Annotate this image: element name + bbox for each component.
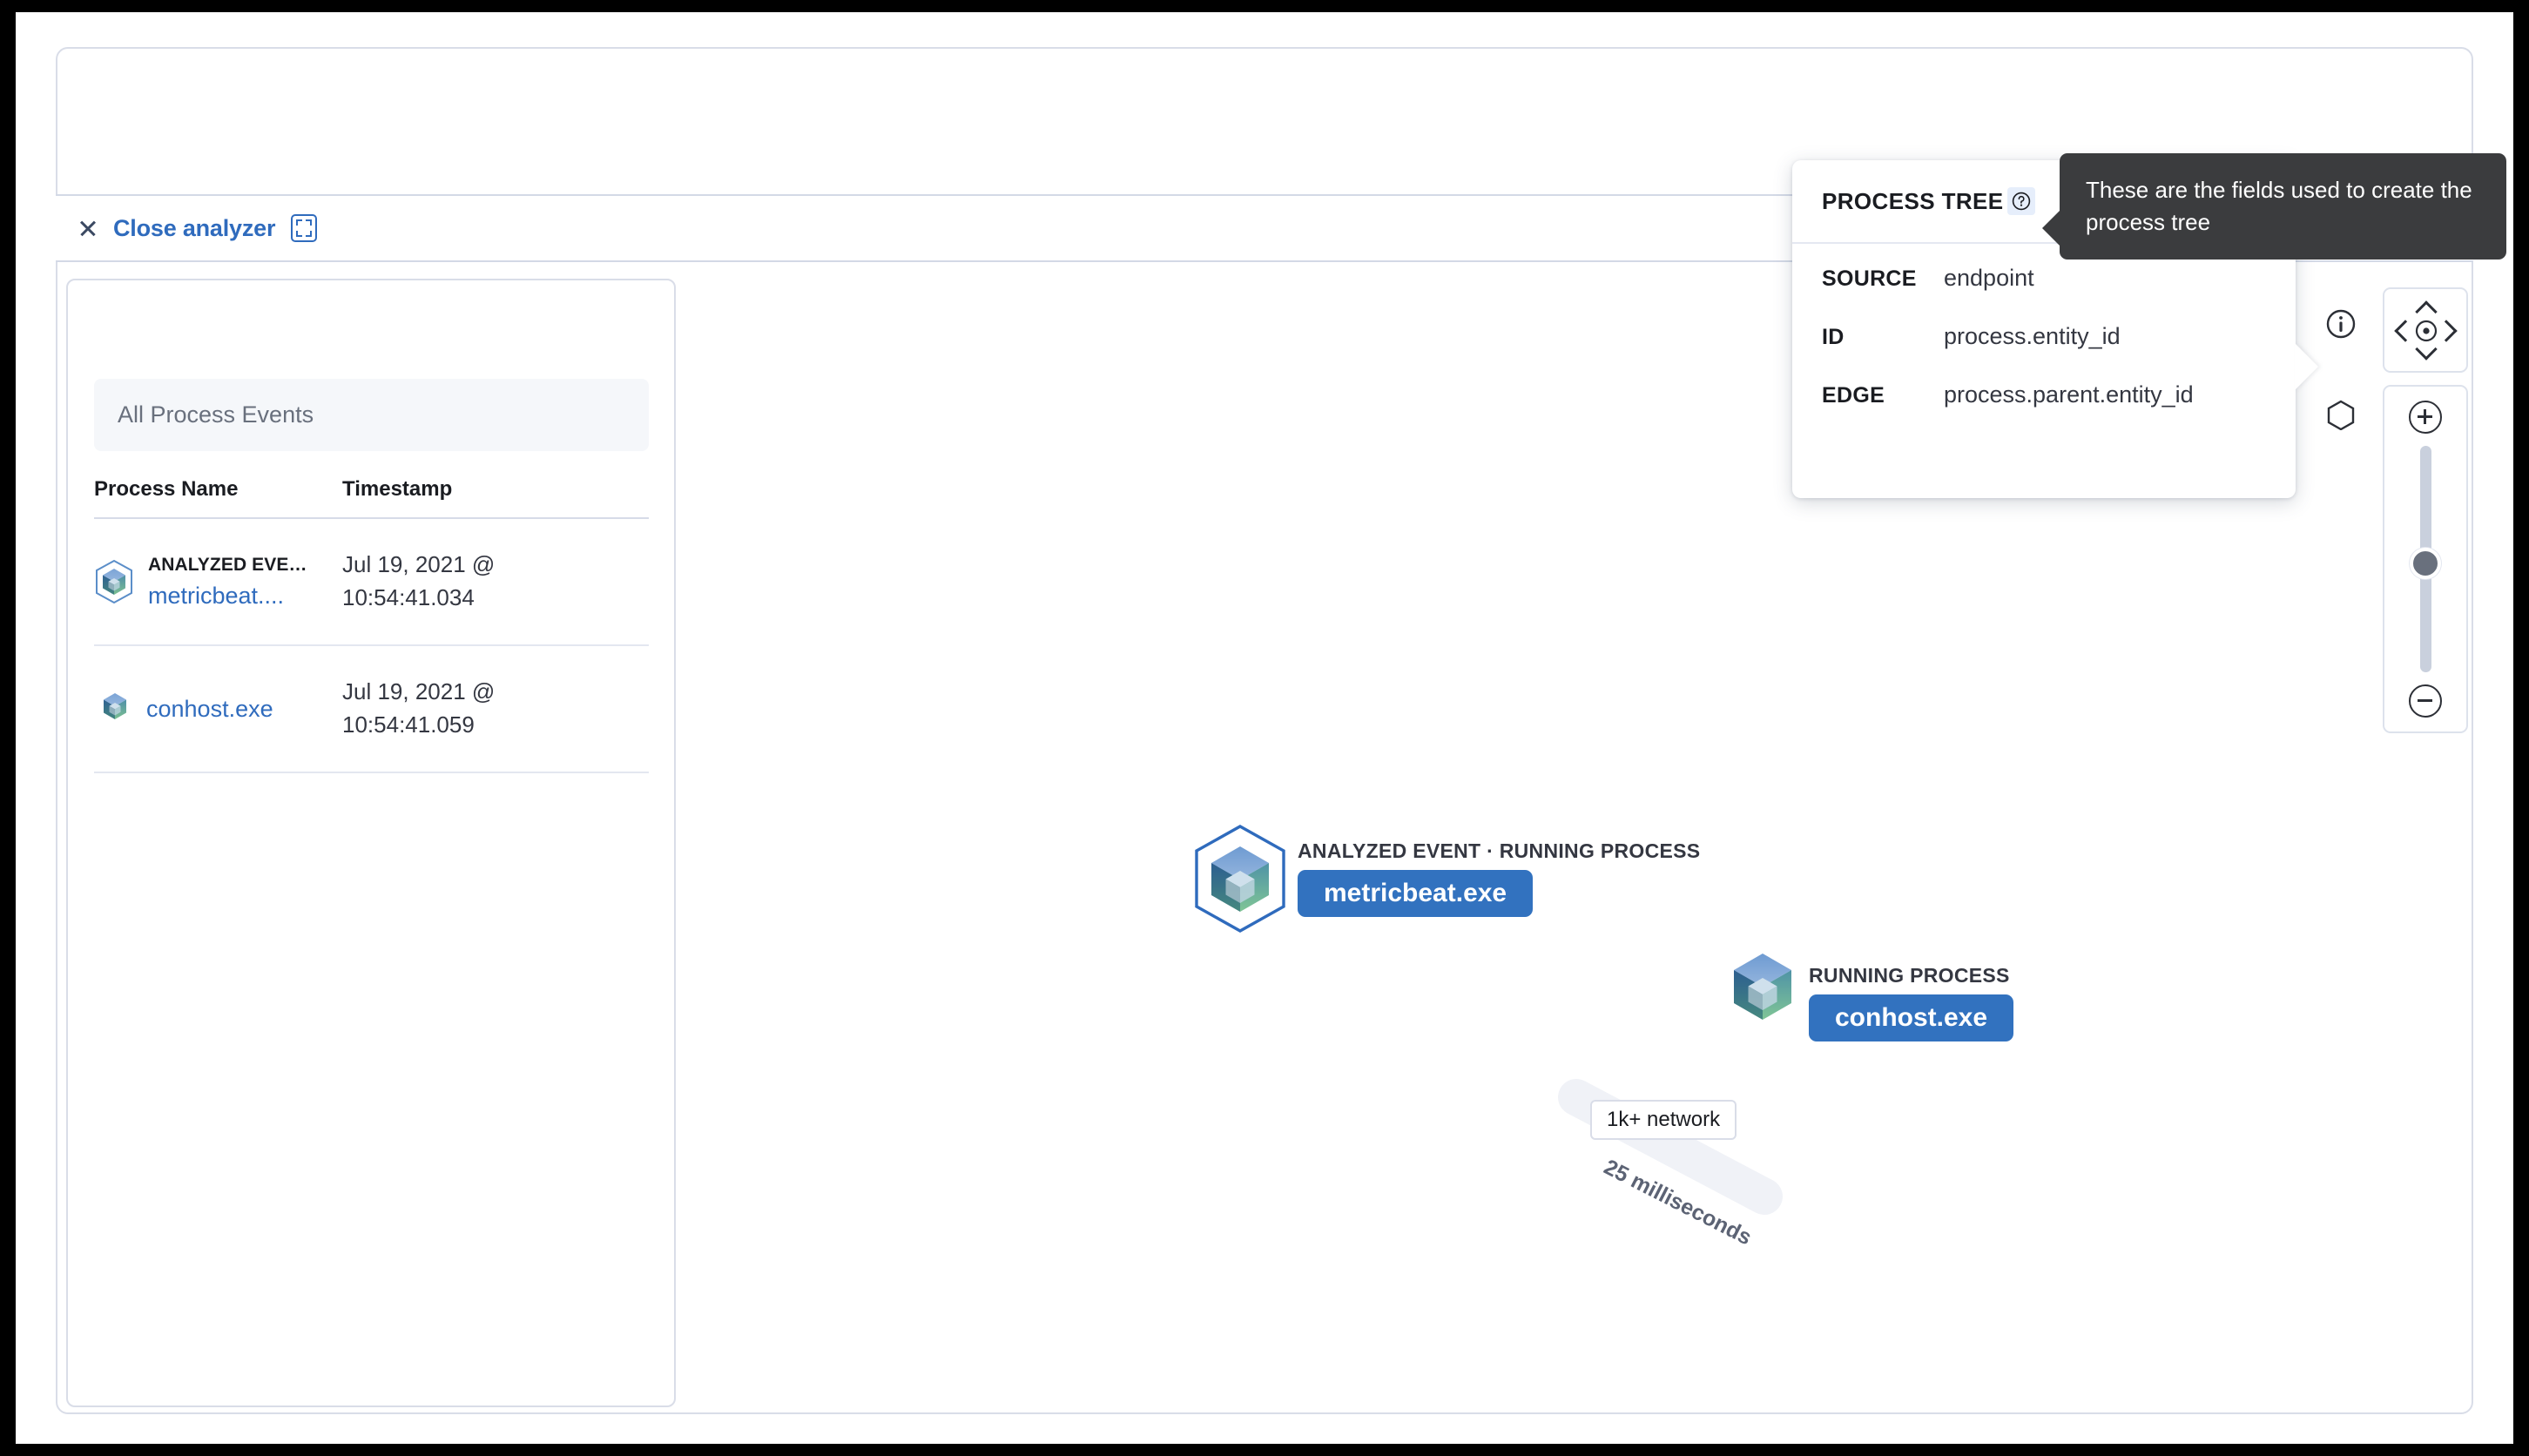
event-name-stack: conhost.exe	[146, 696, 273, 723]
graph-node-conhost[interactable]: RUNNING PROCESS conhost.exe	[1725, 948, 2014, 1041]
close-analyzer-button[interactable]: Close analyzer	[78, 214, 318, 242]
popup-row-id: ID process.entity_id	[1822, 323, 2266, 350]
zoom-control[interactable]	[2383, 385, 2468, 733]
graph-node-kicker: ANALYZED EVENT · RUNNING PROCESS	[1298, 839, 1701, 862]
popup-value: endpoint	[1944, 265, 2034, 291]
events-table-header: Process Name Timestamp	[94, 477, 649, 519]
cube-analyzed-icon	[94, 559, 134, 604]
process-events-panel: All Process Events Process Name Timestam…	[66, 279, 676, 1407]
graph-node-metricbeat[interactable]: ANALYZED EVENT · RUNNING PROCESS metricb…	[1191, 824, 1700, 934]
cube-icon	[1725, 948, 1800, 1032]
screenshot-frame: Close analyzer All Process Events Proces…	[16, 12, 2513, 1444]
close-x-icon[interactable]	[78, 219, 98, 238]
graph-side-icons	[2325, 308, 2357, 489]
table-row[interactable]: ANALYZED EVE… metricbeat.... Jul 19, 202…	[94, 519, 649, 646]
popup-body: SOURCE endpoint ID process.entity_id EDG…	[1792, 244, 2296, 408]
graph-node-pill[interactable]: conhost.exe	[1809, 994, 2014, 1041]
cube-analyzed-icon	[1191, 824, 1289, 934]
event-timestamp: Jul 19, 2021 @ 10:54:41.034	[342, 551, 496, 610]
close-analyzer-label: Close analyzer	[113, 214, 276, 241]
column-header-timestamp: Timestamp	[342, 477, 453, 501]
popup-row-source: SOURCE endpoint	[1822, 265, 2266, 292]
fullscreen-icon[interactable]	[291, 214, 318, 242]
pan-control[interactable]	[2383, 287, 2468, 373]
event-name-cell: ANALYZED EVE… metricbeat....	[94, 555, 342, 610]
event-name-link[interactable]: metricbeat....	[148, 582, 285, 609]
popup-key: EDGE	[1822, 383, 1885, 408]
graph-node-pill[interactable]: metricbeat.exe	[1298, 870, 1534, 917]
info-icon[interactable]	[2325, 308, 2357, 340]
zoom-out-icon[interactable]	[2409, 684, 2442, 718]
cube-icon	[98, 690, 132, 728]
center-target-icon[interactable]	[2413, 318, 2439, 344]
event-name-cell: conhost.exe	[94, 690, 342, 728]
events-filter-label: All Process Events	[118, 401, 314, 428]
event-timestamp: Jul 19, 2021 @ 10:54:41.059	[342, 678, 496, 738]
popup-value: process.parent.entity_id	[1944, 381, 2194, 408]
zoom-slider[interactable]	[2410, 446, 2441, 672]
graph-node-text: ANALYZED EVENT · RUNNING PROCESS metricb…	[1298, 824, 1700, 917]
hexagon-icon[interactable]	[2325, 399, 2357, 431]
process-tree-graph[interactable]: 25 milliseconds	[695, 265, 2473, 1412]
graph-node-kicker: RUNNING PROCESS	[1809, 964, 2010, 987]
event-kicker: ANALYZED EVE…	[148, 554, 307, 575]
events-filter-dropdown[interactable]: All Process Events	[94, 379, 649, 451]
popup-value: process.entity_id	[1944, 323, 2121, 349]
network-events-badge[interactable]: 1k+ network	[1590, 1100, 1737, 1140]
popup-row-edge: EDGE process.parent.entity_id	[1822, 381, 2266, 408]
event-name-link[interactable]: conhost.exe	[146, 695, 273, 722]
column-header-process-name: Process Name	[94, 477, 239, 501]
popup-key: ID	[1822, 325, 1844, 349]
graph-node-text: RUNNING PROCESS conhost.exe	[1809, 948, 2014, 1041]
help-tooltip: These are the fields used to create the …	[2042, 153, 2506, 260]
popup-key: SOURCE	[1822, 266, 1917, 291]
question-mark-icon[interactable]	[2006, 187, 2035, 215]
event-name-stack: ANALYZED EVE… metricbeat....	[148, 555, 307, 610]
pan-left-button[interactable]	[2390, 318, 2417, 344]
zoom-slider-thumb[interactable]	[2410, 548, 2441, 580]
table-row[interactable]: conhost.exe Jul 19, 2021 @ 10:54:41.059	[94, 646, 649, 773]
events-table: Process Name Timestamp	[94, 477, 649, 773]
popup-title: PROCESS TREE	[1822, 187, 2004, 214]
zoom-in-icon[interactable]	[2409, 401, 2442, 434]
